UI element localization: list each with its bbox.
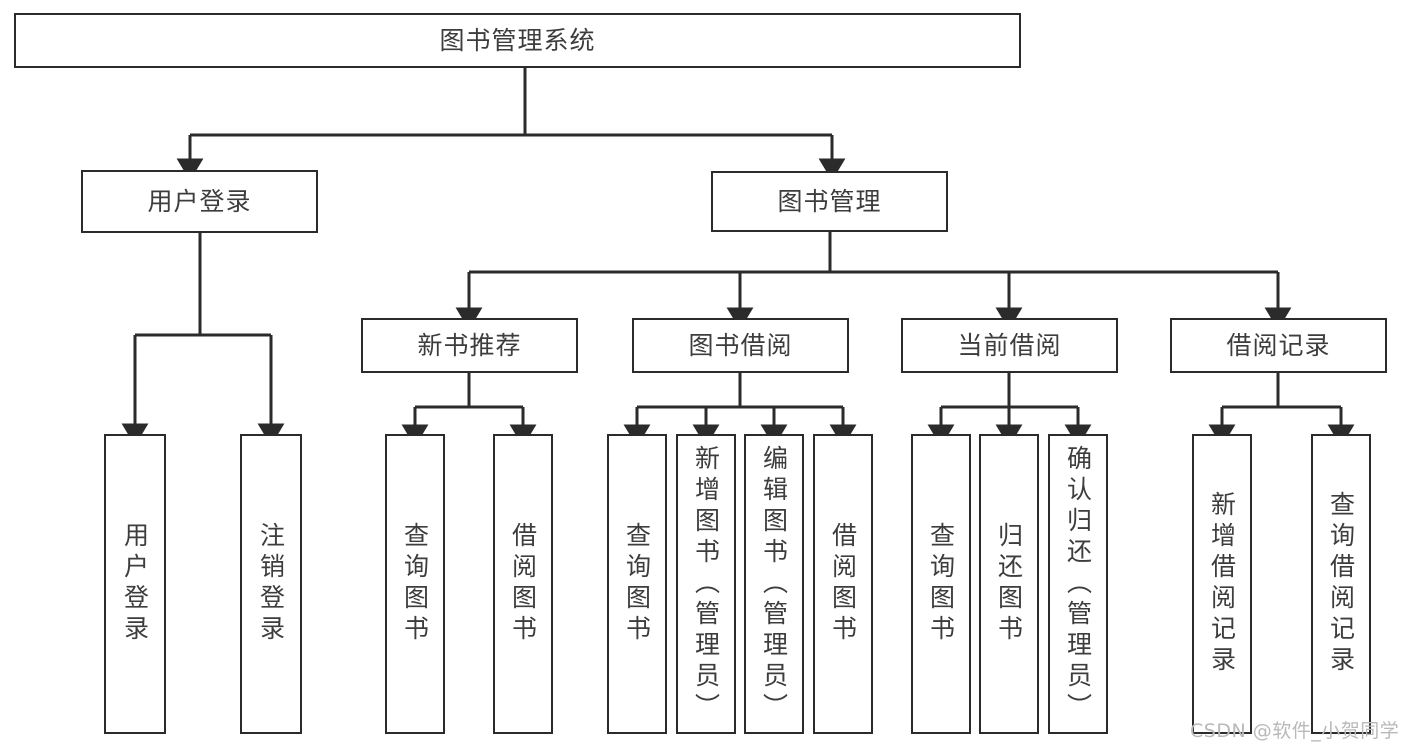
node-label: 借阅记录 (1226, 330, 1331, 360)
node-user-login[interactable]: 用户登录 (81, 170, 318, 233)
node-leaf-user-logout[interactable]: 注销登录 (240, 434, 302, 734)
node-label: 查询图书 (622, 522, 652, 646)
node-leaf-return-book[interactable]: 归还图书 (979, 434, 1039, 734)
node-label: 新书推荐 (417, 330, 522, 360)
node-leaf-add-book-admin[interactable]: 新增图书（管理员） (676, 434, 736, 734)
node-label: 用户登录 (120, 522, 150, 646)
node-leaf-query-book-current[interactable]: 查询图书 (911, 434, 971, 734)
node-book-borrow[interactable]: 图书借阅 (632, 318, 849, 373)
node-leaf-query-book-recommend[interactable]: 查询图书 (385, 434, 445, 734)
node-leaf-confirm-return-admin[interactable]: 确认归还（管理员） (1048, 434, 1108, 734)
node-label: 编辑图书（管理员） (759, 444, 789, 724)
node-leaf-edit-book-admin[interactable]: 编辑图书（管理员） (744, 434, 804, 734)
node-label: 借阅图书 (508, 522, 538, 646)
node-label: 确认归还（管理员） (1063, 444, 1093, 724)
node-leaf-user-login[interactable]: 用户登录 (104, 434, 166, 734)
node-leaf-borrow-book-recommend[interactable]: 借阅图书 (493, 434, 553, 734)
node-current-borrow[interactable]: 当前借阅 (901, 318, 1118, 373)
node-label: 归还图书 (994, 522, 1024, 646)
node-leaf-query-book-borrow[interactable]: 查询图书 (607, 434, 667, 734)
node-label: 查询图书 (400, 522, 430, 646)
node-label: 查询图书 (926, 522, 956, 646)
node-leaf-borrow-book[interactable]: 借阅图书 (813, 434, 873, 734)
node-label: 注销登录 (256, 522, 286, 646)
node-label: 查询借阅记录 (1326, 491, 1356, 677)
node-borrow-record[interactable]: 借阅记录 (1170, 318, 1387, 373)
node-label: 图书管理系统 (439, 25, 596, 55)
node-label: 新增借阅记录 (1207, 491, 1237, 677)
node-book-management[interactable]: 图书管理 (711, 171, 948, 232)
node-label: 当前借阅 (957, 330, 1062, 360)
node-leaf-add-borrow-record[interactable]: 新增借阅记录 (1192, 434, 1252, 734)
csdn-watermark: CSDN @软件_小贺同学 (1190, 720, 1400, 742)
node-label: 图书管理 (777, 186, 882, 216)
node-new-book-recommend[interactable]: 新书推荐 (361, 318, 578, 373)
node-label: 借阅图书 (828, 522, 858, 646)
node-leaf-query-borrow-record[interactable]: 查询借阅记录 (1311, 434, 1371, 734)
node-label: 用户登录 (147, 186, 252, 216)
node-label: 图书借阅 (688, 330, 793, 360)
node-root-book-management-system[interactable]: 图书管理系统 (14, 13, 1021, 68)
node-label: 新增图书（管理员） (691, 444, 721, 724)
